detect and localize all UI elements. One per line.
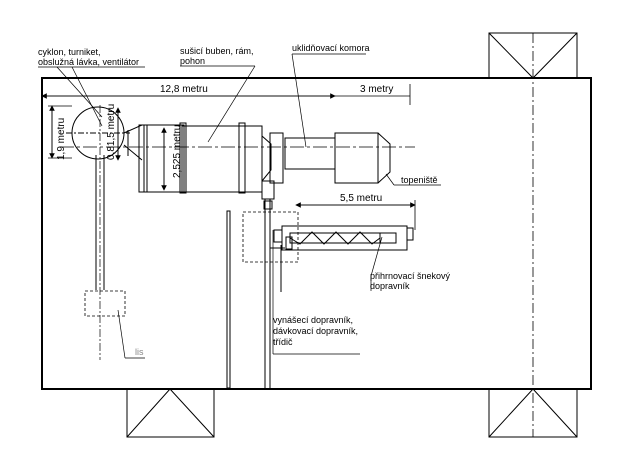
partition-wall xyxy=(226,210,231,389)
dim-length-total: 12,8 metru xyxy=(160,84,208,95)
label-chamber: uklidňovací komora xyxy=(292,43,370,53)
label-drum-line2: pohon xyxy=(180,56,205,66)
cyclone xyxy=(66,106,130,160)
furnace xyxy=(334,132,391,184)
label-screw-line2: dopravník xyxy=(370,281,410,291)
label-conveyors-line3: třídič xyxy=(273,337,293,347)
dim-length-furnace: 3 metry xyxy=(360,84,393,95)
label-furnace: topeniště xyxy=(401,175,438,185)
label-cyclone-line2: obslužná lávka, ventilátor xyxy=(38,57,139,67)
label-cyclone-line1: cyklon, turniket, xyxy=(38,47,101,57)
elevator-conveyor xyxy=(261,180,275,389)
dim-diameter-drum: 2,525 metru xyxy=(172,125,183,178)
dosing-conveyor-box xyxy=(242,211,299,263)
door-bottom-left xyxy=(126,388,215,438)
screw-conveyor xyxy=(281,225,414,251)
label-drum-line1: sušicí buben, rám, xyxy=(180,46,254,56)
label-screw-line1: přihrnovací šnekový xyxy=(370,271,451,281)
dim-diameter-cyclone: 0,81,5 metru xyxy=(106,104,117,160)
leader-lines xyxy=(38,53,441,359)
dimension-lines xyxy=(41,84,416,230)
drying-drum xyxy=(138,122,272,194)
label-conveyors-line1: vynášecí dopravník, xyxy=(273,315,353,325)
dim-height-cyclone: 1,9 metru xyxy=(56,118,67,160)
label-conveyors-line2: dávkovací dopravník, xyxy=(273,326,358,336)
cyclone-duct xyxy=(95,105,105,360)
press-box xyxy=(84,290,126,317)
building-outline xyxy=(41,77,592,390)
label-press: lis xyxy=(135,347,144,357)
dim-length-screw: 5,5 metru xyxy=(340,193,382,204)
drum-chamber-connector xyxy=(269,132,336,184)
